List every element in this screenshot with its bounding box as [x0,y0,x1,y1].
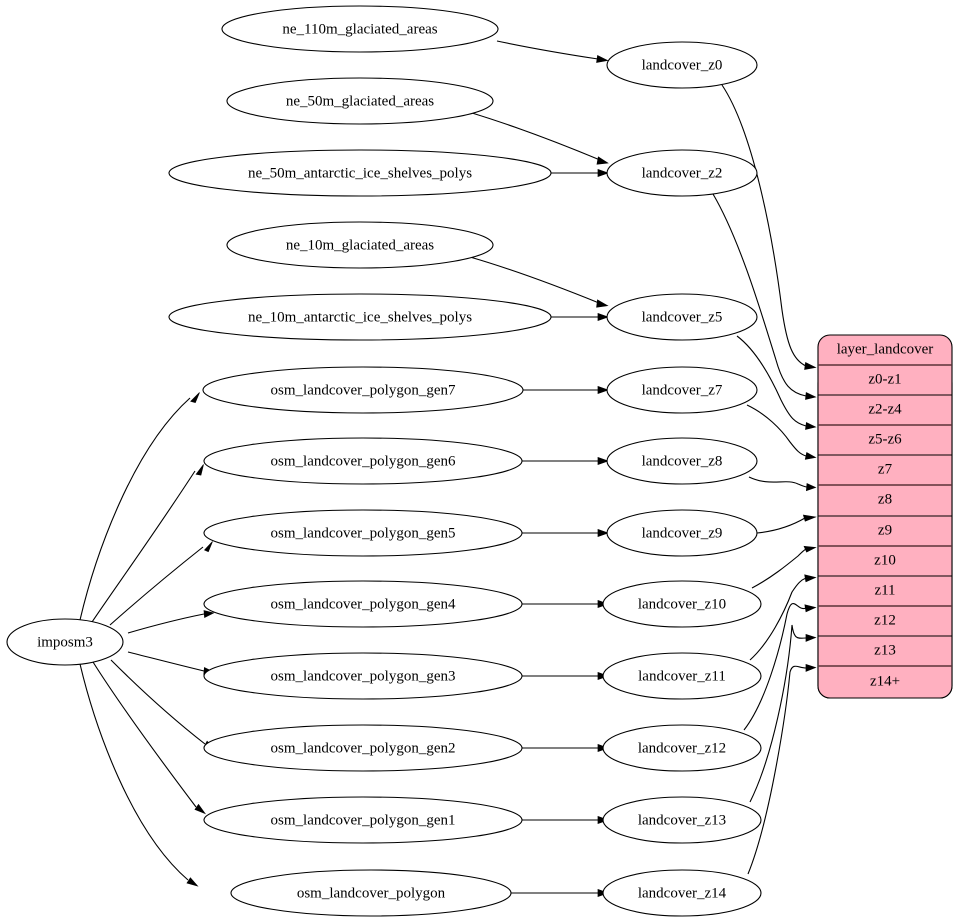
edge-gen5-to-z9 [521,529,610,537]
node-landcover-z13[interactable]: landcover_z13 [602,796,762,844]
edge-z10-to-row-z10 [751,545,817,589]
edge-imposm3-to-polygon [79,663,199,887]
edge-ne110m-to-z0 [496,40,609,63]
edge-layer [79,40,817,897]
edge-z13-to-row-z13 [749,624,817,803]
edge-z0-to-row-z0z1 [721,84,817,370]
edge-imposm3-to-gen3 [127,651,215,675]
node-ne-110m-glaciated-areas[interactable]: ne_110m_glaciated_areas [221,5,499,53]
edge-gen4-to-z10 [521,600,610,608]
edge-gen2-to-z12 [521,744,610,752]
node-landcover-z9[interactable]: landcover_z9 [606,509,758,557]
edge-z11-to-row-z11 [749,574,817,661]
edge-imposm3-to-gen7 [79,392,200,621]
node-landcover-z14[interactable]: landcover_z14 [602,869,762,917]
node-ne-50m-glaciated-areas[interactable]: ne_50m_glaciated_areas [226,77,494,125]
edge-imposm3-to-gen6 [91,464,204,623]
edge-gen6-to-z8 [521,457,610,465]
edge-z7-to-row-z7 [746,404,817,460]
node-osm-landcover-polygon-gen2[interactable]: osm_landcover_polygon_gen2 [203,724,523,772]
node-landcover-z0[interactable]: landcover_z0 [606,41,758,89]
edge-imposm3-to-gen2 [110,659,216,751]
node-osm-landcover-polygon-gen7[interactable]: osm_landcover_polygon_gen7 [202,366,524,414]
node-landcover-z8[interactable]: landcover_z8 [606,437,758,485]
edge-imposm3-to-gen5 [109,541,213,626]
node-osm-landcover-polygon-gen1[interactable]: osm_landcover_polygon_gen1 [203,796,523,844]
edge-z12-to-row-z12 [743,602,817,731]
node-ne-50m-antarctic-ice-shelves-polys[interactable]: ne_50m_antarctic_ice_shelves_polys [168,149,552,197]
node-osm-landcover-polygon-gen4[interactable]: osm_landcover_polygon_gen4 [203,580,523,628]
node-landcover-z5[interactable]: landcover_z5 [606,293,758,341]
node-landcover-z2[interactable]: landcover_z2 [606,149,758,197]
node-landcover-z12[interactable]: landcover_z12 [602,724,762,772]
node-landcover-z10[interactable]: landcover_z10 [602,580,762,628]
node-osm-landcover-polygon-gen6[interactable]: osm_landcover_polygon_gen6 [203,437,523,485]
node-osm-landcover-polygon-gen5[interactable]: osm_landcover_polygon_gen5 [203,509,523,557]
edge-imposm3-to-gen1 [92,661,206,815]
edge-ne10m-antarctic-to-z5 [551,313,610,321]
node-osm-landcover-polygon-gen3[interactable]: osm_landcover_polygon_gen3 [203,652,523,700]
edge-z5-to-row-z5z6 [736,335,817,430]
edge-gen7-to-z7 [523,386,610,394]
record-node-layer-landcover[interactable]: layer_landcover z0-z1 z2-z4 z5-z6 z7 z8 … [817,334,953,699]
node-landcover-z11[interactable]: landcover_z11 [602,652,762,700]
edge-gen1-to-z13 [521,816,610,824]
edge-ne10m-glaciated-to-z5 [469,256,609,308]
edge-imposm3-to-gen4 [127,610,215,634]
edge-gen3-to-z11 [521,672,610,680]
node-ne-10m-antarctic-ice-shelves-polys[interactable]: ne_10m_antarctic_ice_shelves_polys [168,293,552,341]
edge-z8-to-row-z8 [748,476,817,492]
edge-ne50m-antarctic-to-z2 [551,169,610,177]
edge-ne50m-glaciated-to-z2 [471,112,609,165]
node-imposm3[interactable]: imposm3 [6,618,124,666]
node-ne-10m-glaciated-areas[interactable]: ne_10m_glaciated_areas [226,221,494,269]
edge-z2-to-row-z2z4 [712,193,817,400]
node-landcover-z7[interactable]: landcover_z7 [606,366,758,414]
edge-z9-to-row-z9 [756,514,817,534]
edge-polygon-to-z14 [511,889,610,897]
edge-z14-to-row-z14 [747,664,817,875]
node-osm-landcover-polygon[interactable]: osm_landcover_polygon [230,869,512,917]
